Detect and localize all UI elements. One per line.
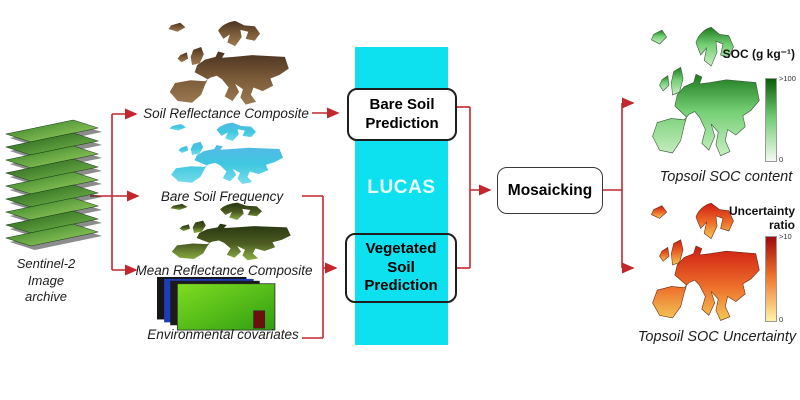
input-label-mean-reflectance: Mean Reflectance Composite	[135, 263, 313, 278]
input-label-bare-soil-frequency: Bare Soil Frequency	[160, 189, 284, 204]
sentinel2-image-stack	[5, 119, 103, 250]
vegetated-soil-prediction-line2: Soil	[387, 258, 415, 276]
mosaicking-label: Mosaicking	[507, 181, 593, 199]
mosaicking-box: Mosaicking	[497, 167, 603, 214]
soc-colorbar-min: 0	[779, 155, 784, 164]
sentinel2-archive-label: Sentinel-2 Image archive	[0, 256, 92, 306]
sentinel2-archive-line1: Sentinel-2	[16, 256, 76, 271]
soc-map-caption: Topsoil SOC content	[659, 169, 793, 185]
uncertainty-colorbar-min: 0	[779, 315, 784, 324]
soc-colorbar	[765, 78, 777, 162]
uncertainty-legend-title: Uncertainty ratio	[695, 204, 795, 232]
sentinel2-archive-line3: archive	[25, 289, 67, 305]
input-label-environmental-covariates: Environmental covariates	[147, 327, 299, 342]
input-label-soil-reflectance: Soil Reflectance Composite	[143, 106, 309, 121]
uncertainty-map-caption: Topsoil SOC Uncertainty	[637, 329, 797, 345]
uncertainty-legend-line1: Uncertainty	[728, 204, 795, 218]
soc-legend-title: SOC (g kg⁻¹)	[722, 47, 795, 61]
uncertainty-legend-line2: ratio	[768, 218, 795, 233]
vegetated-soil-prediction-line3: Prediction	[364, 277, 438, 295]
uncertainty-colorbar	[765, 236, 777, 322]
bare-soil-prediction-line2: Prediction	[365, 114, 439, 132]
soil-reflectance-composite-map	[168, 20, 289, 105]
bare-soil-prediction-line1: Bare Soil	[369, 95, 435, 113]
bare-soil-prediction-box: Bare Soil Prediction	[347, 88, 457, 141]
sentinel2-archive-line2: Image	[27, 272, 65, 288]
vegetated-soil-prediction-box: Vegetated Soil Prediction	[345, 233, 457, 303]
lucas-label: LUCAS	[367, 177, 436, 198]
soc-colorbar-max: >100	[779, 74, 796, 83]
mean-reflectance-composite-map	[170, 202, 291, 261]
environmental-covariates-layers	[157, 276, 276, 331]
vegetated-soil-prediction-line1: Vegetated	[365, 239, 437, 257]
bare-soil-frequency-map	[169, 122, 284, 185]
uncertainty-colorbar-max: >10	[779, 232, 792, 241]
